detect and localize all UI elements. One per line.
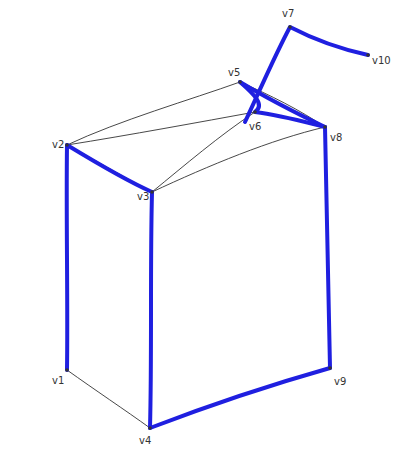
vertex-label: v9 [334,377,346,387]
vertex-label: v3 [137,192,149,202]
vertex-label: v7 [282,9,294,19]
vertex-label: v1 [52,376,64,386]
vertex-label: v4 [139,436,151,446]
vertex-label: v8 [330,133,342,143]
vertex-label: v5 [228,68,240,78]
vertex-label: v6 [249,122,261,132]
vertex-label: v10 [372,56,391,66]
vertex-label: v2 [52,140,64,150]
